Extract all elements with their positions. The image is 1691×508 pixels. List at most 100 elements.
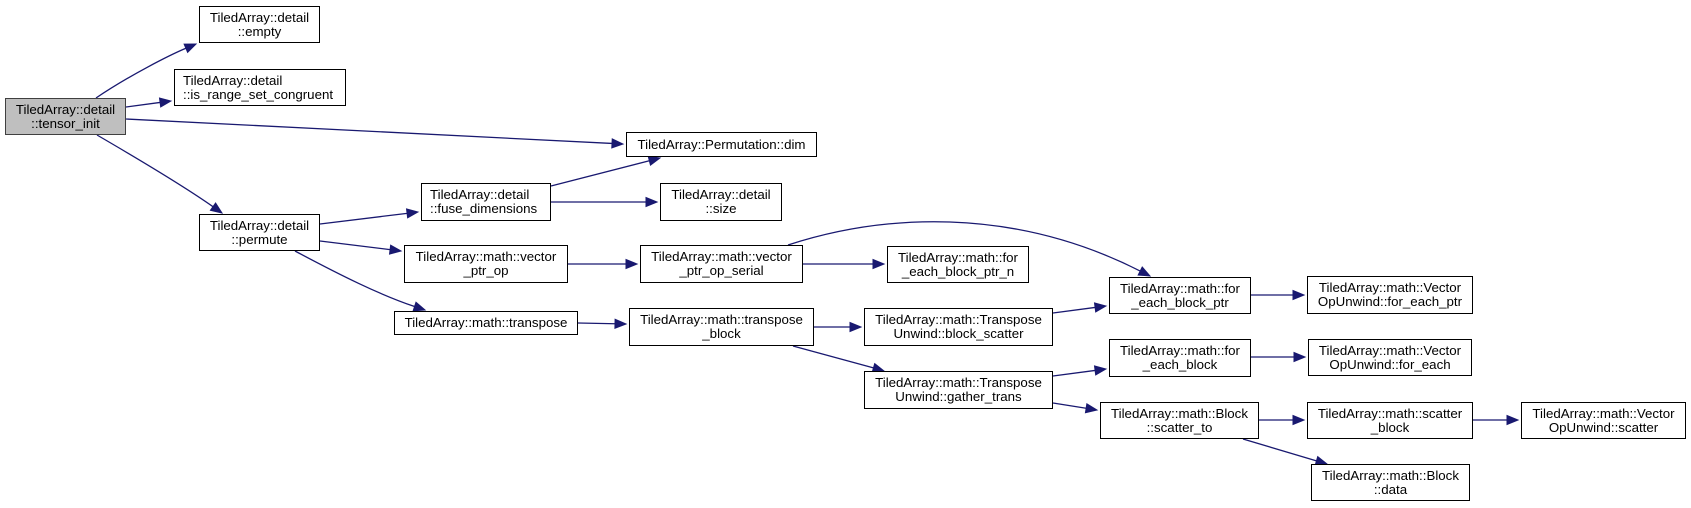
edge-arrowhead-icon [614, 318, 628, 330]
node-detail-size[interactable]: TiledArray::detail::size [660, 183, 782, 221]
node-label-line: ::fuse_dimensions [430, 201, 538, 216]
node-for-each-block[interactable]: TiledArray::math::for_each_block [1109, 339, 1251, 377]
node-tensor-init: TiledArray::detail::tensor_init [5, 98, 126, 135]
edge-permute-to-transpose [294, 250, 427, 312]
node-empty[interactable]: TiledArray::detail::empty [199, 6, 320, 43]
edge-arrowhead-icon [1293, 351, 1307, 363]
edge-arrowhead-icon [849, 321, 863, 333]
node-transpose[interactable]: TiledArray::math::transpose [394, 311, 578, 335]
edge-arrowhead-icon [209, 202, 224, 214]
edge-line [787, 221, 1141, 272]
node-label-line: _ptr_op [463, 263, 509, 278]
node-for-each-block-ptr-n[interactable]: TiledArray::math::for_each_block_ptr_n [887, 246, 1029, 283]
edge-line [125, 118, 613, 145]
node-label-line: TiledArray::math::Vector [1532, 405, 1675, 421]
node-label-line: _ptr_op_serial [679, 263, 764, 278]
node-vector-ptr-op[interactable]: TiledArray::math::vector_ptr_op [404, 245, 568, 283]
node-label-line: TiledArray::math::for [898, 249, 1018, 265]
edge-fuse_dimensions-to-detail_size [551, 196, 659, 208]
edge-line [96, 134, 214, 208]
edge-line [577, 322, 616, 325]
node-label-line: TiledArray::detail [430, 187, 530, 202]
node-is-range-set-congruent[interactable]: TiledArray::detail::is_range_set_congrue… [174, 69, 346, 106]
edge-scatter_block-to-vou_scatter [1473, 414, 1520, 426]
edge-arrowhead-icon [158, 97, 173, 108]
edge-line [792, 345, 874, 369]
node-label-line: TiledArray::detail [209, 9, 310, 25]
edge-permute-to-vector_ptr_op [319, 240, 403, 255]
edge-line [95, 47, 187, 99]
edge-arrowhead-icon [1093, 302, 1108, 313]
edge-permute-to-fuse_dimensions [319, 208, 420, 225]
node-block-data[interactable]: TiledArray::math::Block::data [1311, 464, 1470, 501]
node-label-line: ::data [1373, 481, 1408, 497]
edge-transpose_block-to-gather_trans [792, 345, 886, 373]
edge-fuse_dimensions-to-permutation_dim [550, 155, 662, 187]
edge-scatter_to-to-block_data [1242, 438, 1329, 466]
node-permute[interactable]: TiledArray::detail::permute [199, 214, 320, 251]
edge-arrowhead-icon [412, 301, 427, 312]
node-label-line: TiledArray::math::Vector [1318, 342, 1462, 358]
edge-line [1052, 369, 1096, 377]
node-label-line: TiledArray::math::Block [1111, 405, 1248, 421]
node-label-line: TiledArray::math::for [1120, 343, 1240, 358]
edge-transpose_block-to-block_scatter [814, 321, 863, 333]
edge-arrowhead-icon [388, 244, 403, 255]
edge-gather_trans-to-scatter_to [1052, 402, 1099, 414]
edge-tensor_init-to-empty [95, 43, 198, 99]
edge-vector_ptr_op_serial-to-for_each_block_ptr [787, 221, 1152, 277]
node-label-line: TiledArray::math::vector [415, 249, 557, 264]
node-vector-ptr-op-serial[interactable]: TiledArray::math::vector_ptr_op_serial [640, 245, 803, 283]
edge-tensor_init-to-is_range_set_congruent [125, 97, 173, 108]
node-label-line: ::size [705, 201, 737, 216]
edge-arrowhead-icon [1137, 266, 1152, 277]
edge-line [550, 160, 650, 187]
edge-arrowhead-icon [1292, 414, 1306, 426]
node-label-line: TiledArray::detail [209, 217, 310, 233]
node-label-line: TiledArray::math::Block [1322, 467, 1459, 483]
edge-vector_ptr_op_serial-to-for_each_block_ptr_n [803, 258, 886, 270]
node-label-line: _each_block_ptr [1131, 294, 1229, 310]
node-scatter-to[interactable]: TiledArray::math::Block::scatter_to [1100, 402, 1259, 439]
node-label-line: OpUnwind::scatter [1548, 419, 1659, 435]
node-label-line: TiledArray::Permutation::dim [637, 136, 806, 152]
edge-arrowhead-icon [872, 258, 886, 270]
node-label-line: TiledArray::math::for [1120, 280, 1240, 296]
node-label-line: ::scatter_to [1146, 419, 1213, 435]
node-permutation-dim[interactable]: TiledArray::Permutation::dim [626, 132, 817, 157]
edge-arrowhead-icon [1093, 365, 1108, 376]
node-fuse-dimensions[interactable]: TiledArray::detail::fuse_dimensions [421, 183, 551, 221]
node-label-line: TiledArray::math::transpose [404, 315, 568, 330]
node-label-line: TiledArray::math::Transpose [875, 375, 1042, 390]
edge-arrowhead-icon [611, 138, 625, 149]
edge-arrowhead-icon [1084, 403, 1099, 414]
node-label-line: Unwind::gather_trans [895, 389, 1022, 404]
edge-block_scatter-to-for_each_block_ptr [1052, 302, 1108, 314]
node-scatter-block[interactable]: TiledArray::math::scatter_block [1307, 402, 1473, 439]
edge-gather_trans-to-for_each_block [1052, 365, 1108, 377]
edge-arrowhead-icon [647, 155, 662, 166]
edge-transpose-to-transpose_block [577, 318, 628, 330]
edge-arrowhead-icon [405, 208, 420, 219]
edge-line [1052, 402, 1087, 409]
node-label-line: _each_block_ptr_n [901, 263, 1015, 279]
edge-arrowhead-icon [1292, 289, 1306, 301]
node-label-line: TiledArray::math::scatter [1317, 405, 1463, 421]
node-label-line: ::permute [231, 231, 288, 247]
node-label-line: TiledArray::math::transpose [640, 312, 803, 327]
edge-line [294, 250, 415, 308]
edge-line [1242, 438, 1317, 462]
node-transpose-block[interactable]: TiledArray::math::transpose_block [629, 308, 814, 346]
node-for-each-block-ptr[interactable]: TiledArray::math::for_each_block_ptr [1109, 277, 1251, 314]
edge-line [319, 240, 391, 251]
node-label-line: _block [702, 326, 741, 341]
edge-tensor_init-to-permute [96, 134, 224, 214]
node-label-line: Unwind::block_scatter [893, 326, 1024, 341]
edge-tensor_init-to-permutation_dim [125, 118, 625, 149]
